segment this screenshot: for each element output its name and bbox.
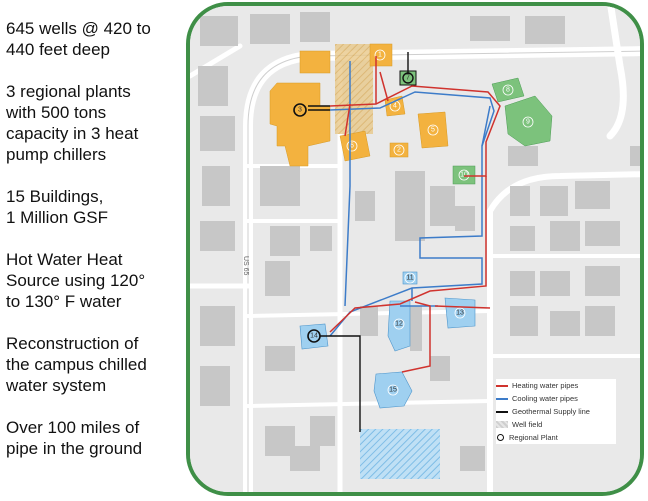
label-building-12: 12 <box>395 321 403 328</box>
label-building-3: 3 <box>298 107 302 114</box>
legend-geothermal-swatch <box>496 410 508 413</box>
fact-buildings: 15 Buildings, 1 Million GSF <box>6 187 109 227</box>
legend-heating-label: Heating water pipes <box>512 381 579 390</box>
legend-plant-label: Regional Plant <box>509 433 558 442</box>
facts-panel: 645 wells @ 420 to 440 feet deep 3 regio… <box>6 18 182 480</box>
map-legend: Heating water pipes Cooling water pipes … <box>496 379 616 444</box>
heating-water-pipes <box>329 56 501 373</box>
label-building-6: 6 <box>350 143 354 150</box>
legend-cooling: Cooling water pipes <box>496 392 616 405</box>
label-building-8: 8 <box>506 87 510 94</box>
label-building-1: 1 <box>378 52 382 59</box>
label-building-14: 14 <box>310 333 318 340</box>
label-building-13: 13 <box>456 310 464 317</box>
legend-heating: Heating water pipes <box>496 379 616 392</box>
orange-buildings <box>269 43 449 167</box>
fact-chilled-water: Reconstruction of the campus chilled wat… <box>6 334 147 395</box>
campus-map: 1 2 3 4 5 6 7 8 9 10 <box>186 2 644 496</box>
legend-heating-swatch <box>496 384 508 387</box>
label-building-5: 5 <box>431 127 435 134</box>
fact-wells: 645 wells @ 420 to 440 feet deep <box>6 19 151 59</box>
blue-building-labels: 11 12 13 14 15 <box>307 272 466 396</box>
legend-wellfield-label: Well field <box>512 420 543 429</box>
fact-pipe: Over 100 miles of pipe in the ground <box>6 418 143 458</box>
regional-plant-icon <box>497 434 504 441</box>
building-3a <box>299 50 331 74</box>
legend-wellfield: Well field <box>496 418 616 431</box>
fact-hot-water: Hot Water Heat Source using 120° to 130°… <box>6 250 146 311</box>
label-building-4: 4 <box>393 103 397 110</box>
legend-plant: Regional Plant <box>496 431 616 444</box>
fact-plants: 3 regional plants with 500 tons capacity… <box>6 82 139 164</box>
label-building-15: 15 <box>389 387 397 394</box>
label-building-11: 11 <box>406 275 413 282</box>
label-building-7: 7 <box>406 75 410 82</box>
label-building-2: 2 <box>397 147 401 154</box>
well-field-north <box>335 44 373 134</box>
legend-geothermal-label: Geothermal Supply line <box>512 407 590 416</box>
legend-geothermal: Geothermal Supply line <box>496 405 616 418</box>
background-buildings <box>198 12 640 471</box>
well-field-south <box>360 429 440 479</box>
legend-wellfield-swatch <box>496 421 508 428</box>
label-building-10: 10 <box>460 172 468 179</box>
legend-cooling-swatch <box>496 397 508 400</box>
road-label-us65: US 65 <box>242 256 249 276</box>
campus-map-svg: 1 2 3 4 5 6 7 8 9 10 <box>190 6 640 492</box>
legend-cooling-label: Cooling water pipes <box>512 394 578 403</box>
label-building-9: 9 <box>526 119 530 126</box>
cooling-water-pipes <box>329 61 495 337</box>
geothermal-supply-line <box>308 52 409 432</box>
